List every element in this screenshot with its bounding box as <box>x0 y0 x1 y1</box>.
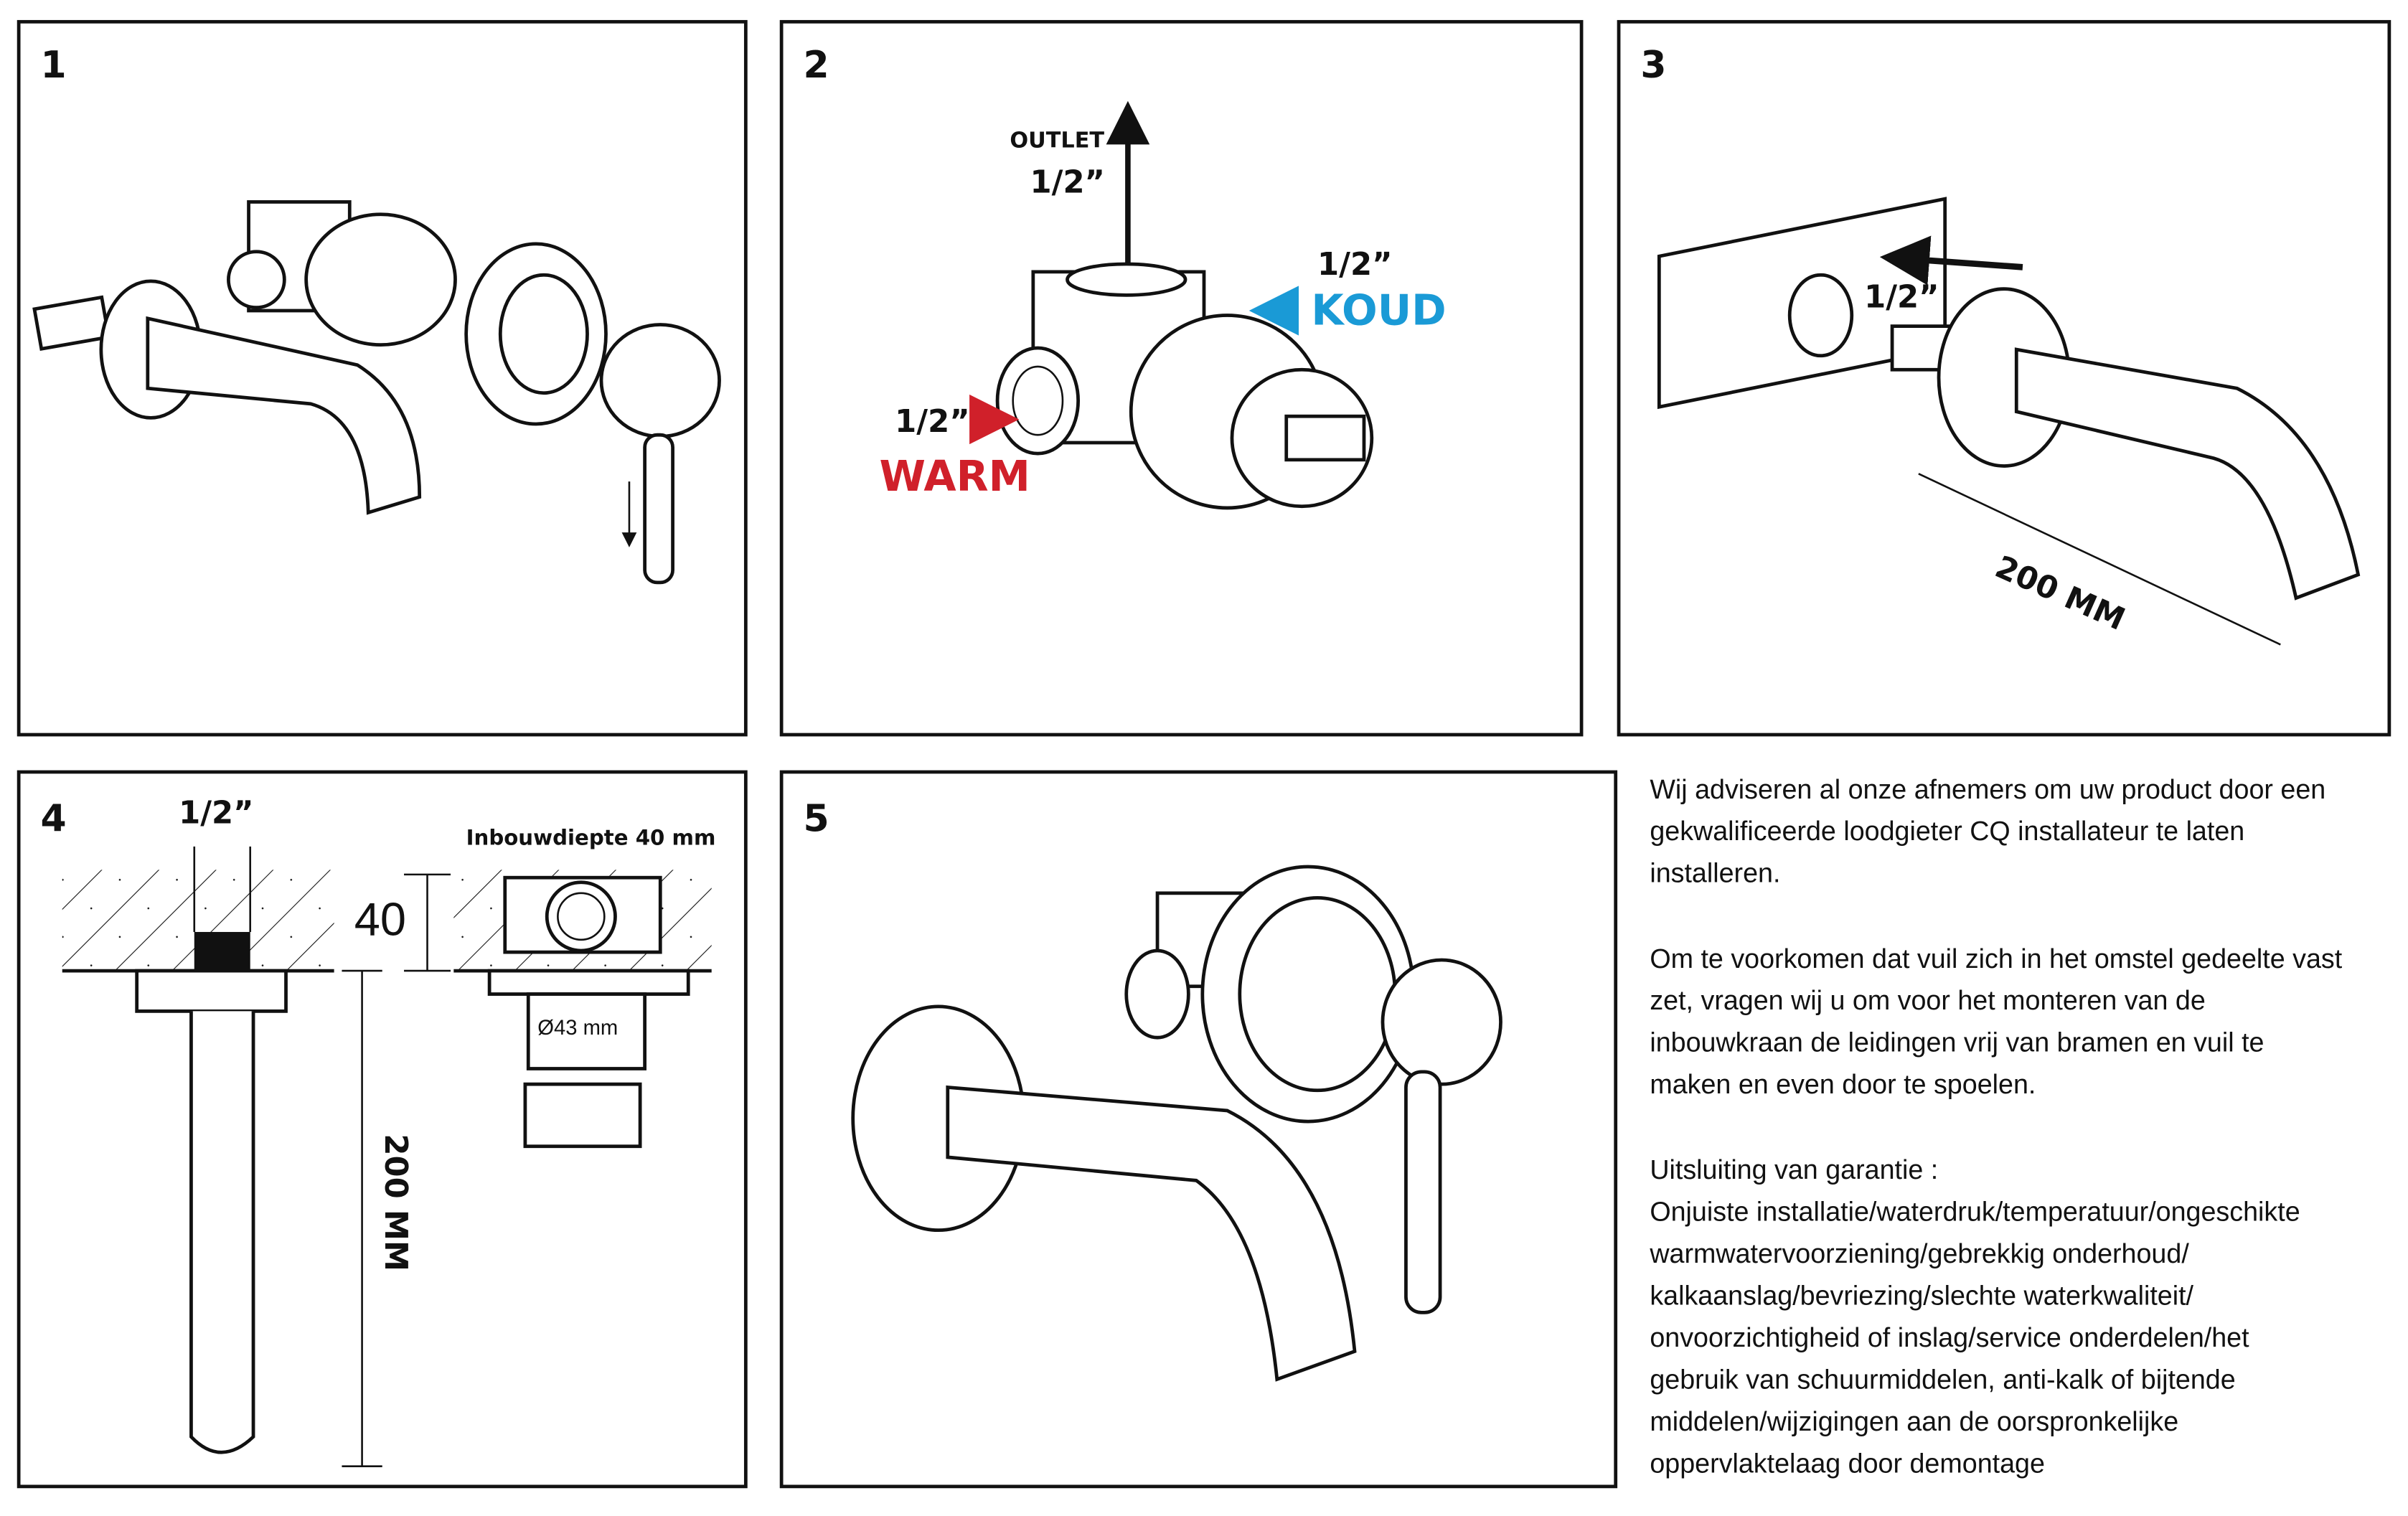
length-label: 200 MM <box>377 1134 413 1271</box>
diameter-label: Ø43 mm <box>537 1017 618 1040</box>
warranty-exclusions: Onjuiste installatie/waterdruk/temperatu… <box>1649 1197 2308 1479</box>
cold-size: 1/2” <box>1317 247 1392 283</box>
advice-paragraph: Wij adviseren al onze afnemers om uw pro… <box>1650 774 2333 888</box>
step-number: 1 <box>40 44 66 87</box>
spout-drawing <box>1890 287 2361 601</box>
valve-body-drawing <box>995 262 1374 510</box>
push-arrow <box>1879 235 2023 286</box>
warm-label: WARM <box>880 452 1030 501</box>
step-number: 3 <box>1640 44 1666 87</box>
size-label: 1/2” <box>1864 280 1939 316</box>
instructions-text: Wij adviseren al onze afnemers om uw pro… <box>1649 774 2349 1479</box>
warm-size: 1/2” <box>895 404 969 440</box>
panel-2: 2 OUTLET 1/2” 1/2” KOUD 1/2” WARM <box>779 19 1584 737</box>
depth-title: Inbouwdiepte 40 mm <box>466 826 716 850</box>
warranty-title: Uitsluiting van garantie : <box>1650 1154 1938 1185</box>
assembled-faucet-drawing <box>851 865 1502 1382</box>
step-number: 5 <box>803 797 829 840</box>
panel-4: 4 1/2” Inbouwdiepte 40 mm 40 200 MM Ø43 … <box>17 770 748 1489</box>
step-number: 4 <box>40 797 66 840</box>
length-label: 200 MM <box>1990 549 2130 638</box>
outlet-label: OUTLET <box>1010 128 1104 154</box>
depth-value: 40 <box>354 893 406 945</box>
exploded-faucet-drawing <box>32 200 721 585</box>
panel-5: 5 <box>779 770 1618 1489</box>
dimension-line <box>1918 473 2281 646</box>
outlet-size: 1/2” <box>1030 164 1105 200</box>
cold-label: KOUD <box>1311 286 1446 334</box>
step-number: 2 <box>803 44 829 87</box>
thread-size: 1/2” <box>179 795 253 831</box>
panel-1: 1 <box>17 19 748 737</box>
cleaning-paragraph: Om te voorkomen dat vuil zich in het oms… <box>1650 943 2349 1099</box>
panel-3: 3 1/2” 200 MM <box>1617 19 2391 737</box>
